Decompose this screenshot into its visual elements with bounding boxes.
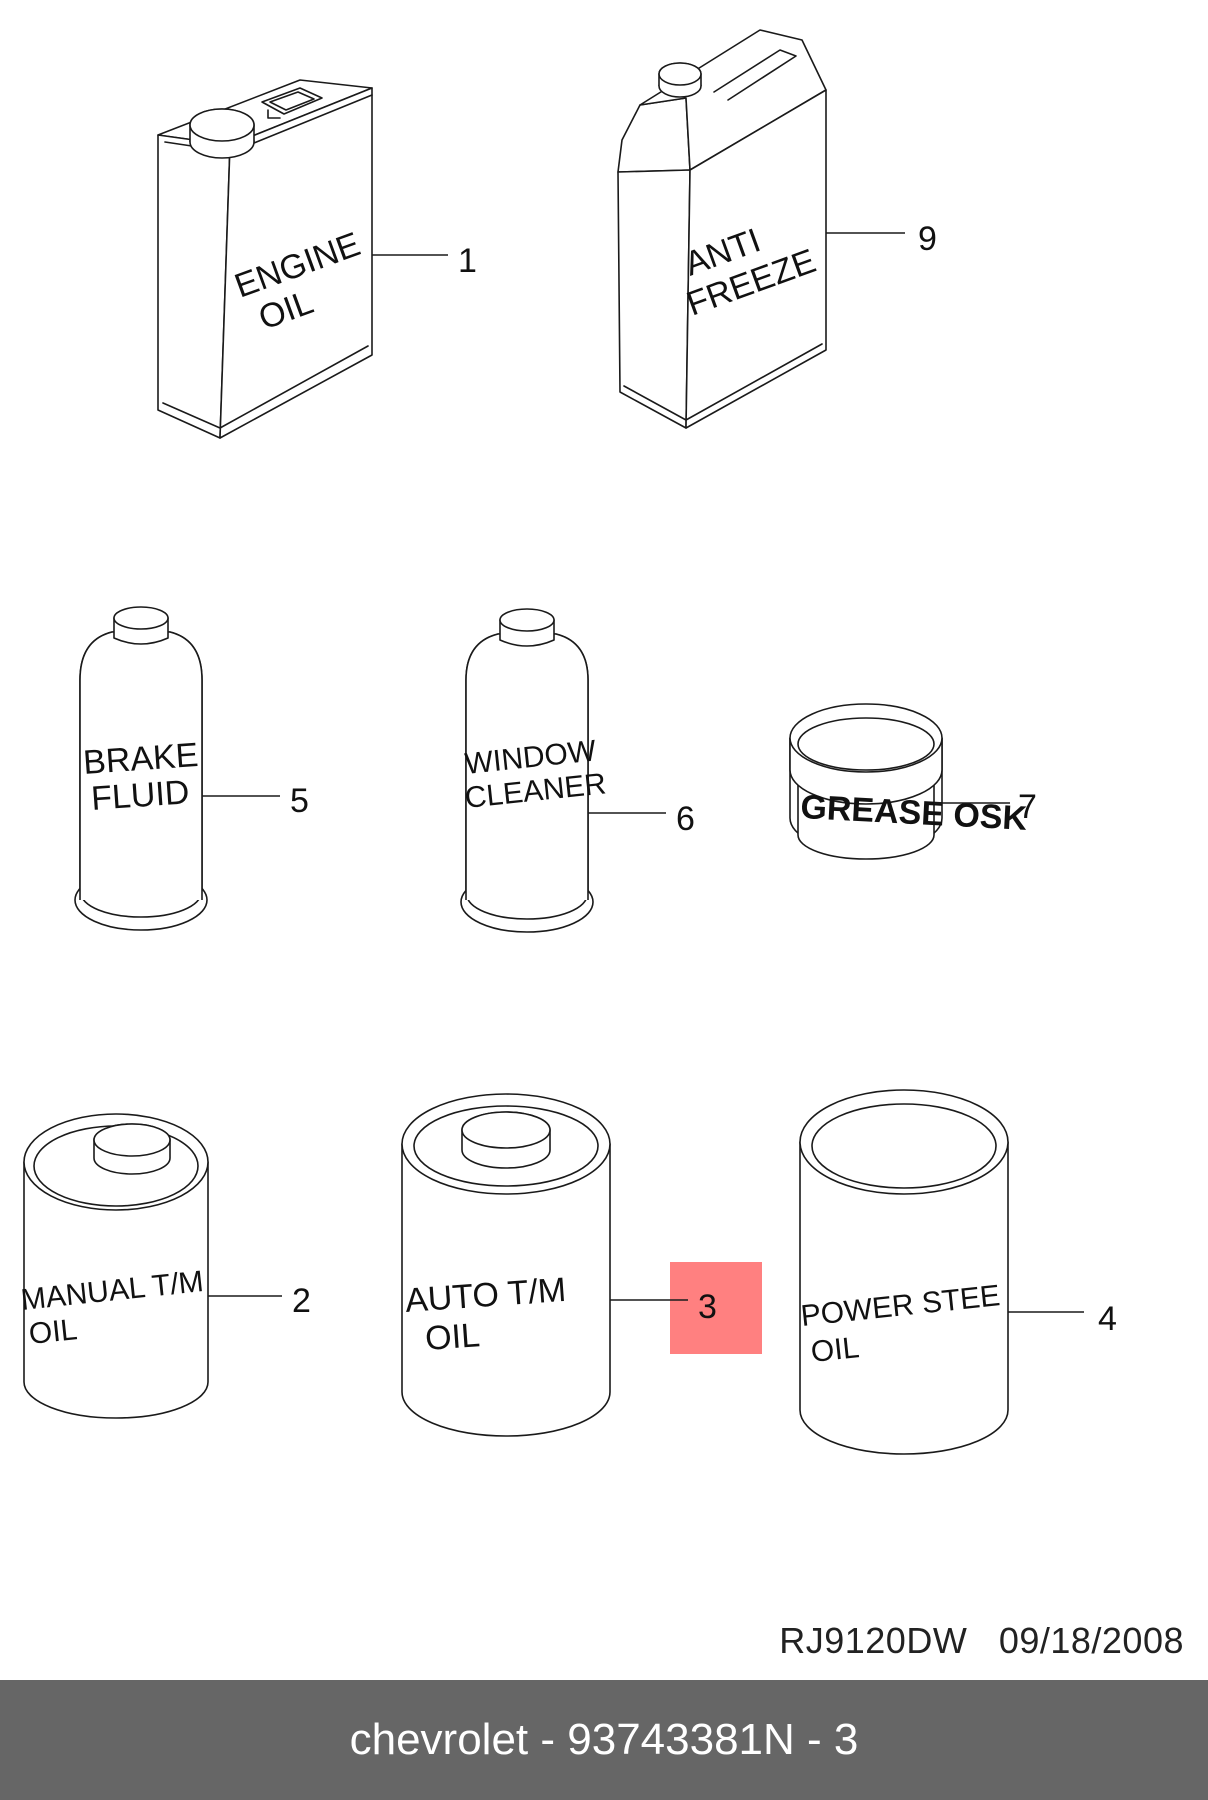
part-label: OIL <box>424 1316 481 1358</box>
parts-diagram: ENGINE OIL 1 ANTI FREEZE 9 BRAKE FLUID 5 <box>19 29 1117 1455</box>
engine-oil-can: ENGINE OIL 1 <box>157 79 477 439</box>
part-label: BRAKE <box>82 736 200 782</box>
window-cleaner-bottle: WINDOW CLEANER 6 <box>460 608 695 933</box>
callout-number: 9 <box>918 220 937 258</box>
callout-number: 7 <box>1018 788 1037 826</box>
callout-number: 6 <box>676 800 695 838</box>
footer-part-number: 93743381 <box>567 1715 764 1764</box>
footer-brand: chevrolet <box>349 1715 529 1764</box>
callout-number: 3 <box>698 1288 717 1326</box>
drawing-date: 09/18/2008 <box>998 1620 1184 1661</box>
power-steering-oil-can: POWER STEE OIL 4 <box>799 1089 1117 1455</box>
part-label: FLUID <box>90 773 191 818</box>
footer-page: N - 3 <box>763 1715 859 1764</box>
antifreeze-jug: ANTI FREEZE 9 <box>617 29 937 429</box>
highlight-box <box>670 1262 762 1354</box>
brake-fluid-bottle: BRAKE FLUID 5 <box>74 606 309 931</box>
callout-number: 5 <box>290 782 309 820</box>
drawing-code: RJ9120DW <box>779 1620 968 1661</box>
grease-jar: GREASE OSK 7 <box>789 703 1037 860</box>
callout-number: 2 <box>292 1282 311 1320</box>
drawing-reference: RJ9120DW 09/18/2008 <box>779 1620 1184 1662</box>
manual-tm-oil-can: MANUAL T/M OIL 2 <box>19 1113 311 1419</box>
callout-number: 1 <box>458 242 477 280</box>
footer-bar: chevrolet - 93743381 N - 3 <box>0 1680 1208 1800</box>
part-label: OIL <box>809 1331 861 1369</box>
callout-number: 4 <box>1098 1300 1117 1338</box>
auto-tm-oil-can: AUTO T/M OIL 3 <box>401 1093 762 1437</box>
part-label: OIL <box>27 1313 79 1351</box>
